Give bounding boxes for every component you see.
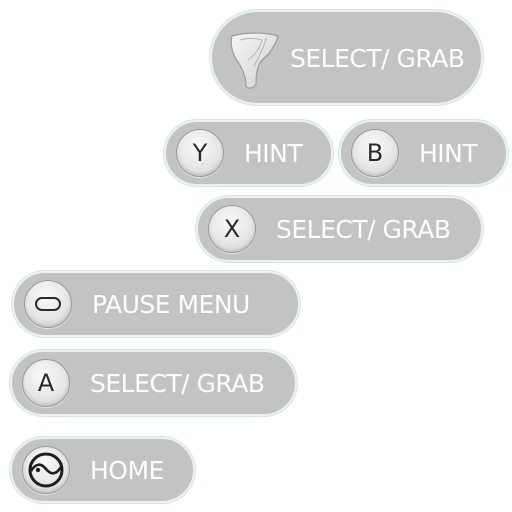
home-glyph <box>28 452 64 488</box>
pause-menu-label: PAUSE MENU <box>92 290 250 319</box>
x-select-grab-label: SELECT/ GRAB <box>276 215 451 244</box>
gesture-select-grab-label: SELECT/ GRAB <box>290 44 465 73</box>
gesture-select-grab-prompt[interactable]: SELECT/ GRAB <box>210 10 483 105</box>
b-hint-prompt[interactable]: B HINT <box>339 120 508 186</box>
a-select-grab-label: SELECT/ GRAB <box>90 369 265 398</box>
y-button-glyph: Y <box>192 139 208 167</box>
y-hint-label: HINT <box>244 139 303 168</box>
x-button-icon: X <box>208 205 256 253</box>
x-button-glyph: X <box>223 215 241 243</box>
a-button-icon: A <box>22 359 70 407</box>
a-button-glyph: A <box>37 369 55 397</box>
minus-pause-menu-prompt[interactable]: PAUSE MENU <box>12 271 300 337</box>
b-hint-label: HINT <box>419 139 478 168</box>
x-select-grab-prompt[interactable]: X SELECT/ GRAB <box>196 196 483 262</box>
b-button-glyph: B <box>366 139 384 167</box>
b-button-icon: B <box>351 129 399 177</box>
minus-glyph <box>35 297 61 311</box>
y-hint-prompt[interactable]: Y HINT <box>164 120 333 186</box>
minus-button-icon <box>24 280 72 328</box>
y-button-icon: Y <box>176 129 224 177</box>
home-label: HOME <box>90 456 164 485</box>
home-prompt[interactable]: HOME <box>10 437 195 503</box>
home-button-icon <box>22 446 70 494</box>
a-select-grab-prompt[interactable]: A SELECT/ GRAB <box>10 350 297 416</box>
hand-pointer-icon <box>226 30 282 92</box>
